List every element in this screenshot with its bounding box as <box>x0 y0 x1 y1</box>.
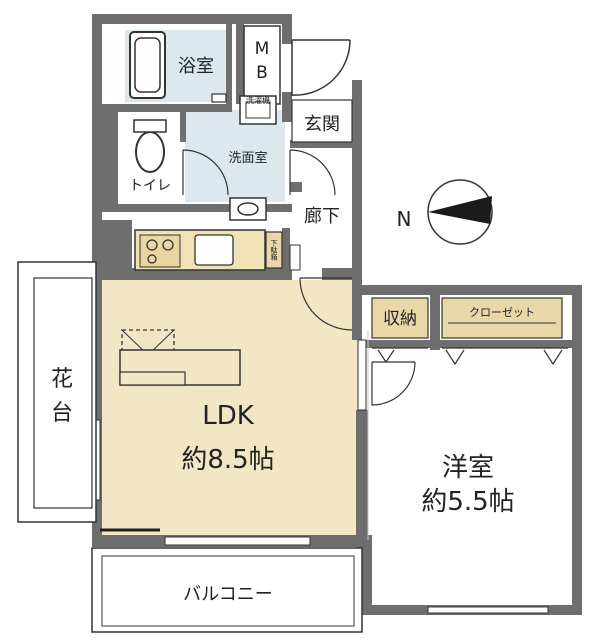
ldk-floor <box>100 280 360 535</box>
closet-label: クローゼット <box>469 306 535 319</box>
bath-label: 浴室 <box>178 56 214 77</box>
storage <box>371 297 429 339</box>
sink <box>194 234 234 266</box>
ldk-bottom-window <box>164 536 311 546</box>
front-door-arc <box>291 39 351 96</box>
western-bottom-window <box>427 606 549 614</box>
washroom-floor <box>185 110 285 202</box>
north-arrow-icon <box>427 179 493 245</box>
ldk-size: 約8.5帖 <box>181 445 274 475</box>
ldk-name: LDK <box>202 401 255 431</box>
closet <box>441 297 563 339</box>
hallway-label: 廊下 <box>304 206 340 227</box>
compass-label: N <box>397 207 412 231</box>
shoebox-label: 下駄箱 <box>270 240 278 262</box>
toilet-label: トイレ <box>129 178 171 194</box>
washroom-door-arc <box>289 149 336 196</box>
western-door-arc <box>371 361 416 406</box>
shoebox <box>265 231 283 269</box>
ldk-western-door <box>357 339 367 411</box>
toilet-bowl <box>135 131 165 173</box>
entrance-label: 玄関 <box>304 114 340 135</box>
mb-label-bottom: B <box>256 63 268 83</box>
balcony-label: バルコニー <box>183 584 273 605</box>
toilet-door-arc <box>182 149 229 196</box>
entrance-area <box>291 99 353 143</box>
western-room-floor <box>370 345 575 610</box>
flowerbed-label-top: 花 <box>51 367 73 392</box>
wash-basin <box>229 197 267 221</box>
stove <box>139 234 181 268</box>
western-room-size: 約5.5帖 <box>421 487 514 517</box>
flowerbed-label-bottom: 台 <box>51 401 73 426</box>
washer-pan-label: 洗濯機 <box>246 95 270 105</box>
western-room-name: 洋室 <box>442 453 494 483</box>
bathtub <box>129 31 166 99</box>
ldk-door-arc <box>299 277 353 331</box>
mb-label-top: M <box>255 39 270 59</box>
washroom-label: 洗面室 <box>228 150 267 166</box>
storage-label: 収納 <box>383 309 417 329</box>
